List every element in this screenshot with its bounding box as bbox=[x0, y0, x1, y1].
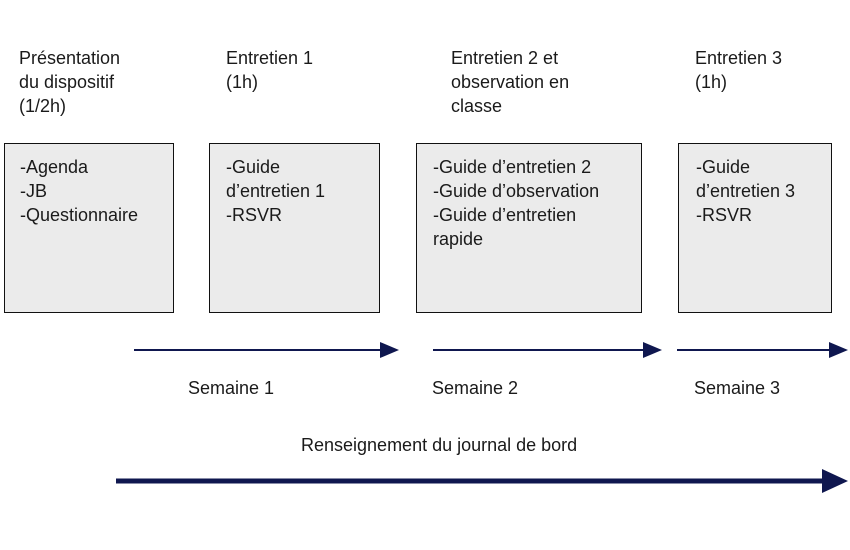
week-3-arrow bbox=[677, 342, 848, 358]
step-1-heading: Présentation du dispositif (1/2h) bbox=[19, 48, 121, 116]
step-3-item: -Guide d’observation bbox=[433, 181, 600, 201]
step-2-box: -Guide d’entretien 1 -RSVR bbox=[209, 143, 380, 313]
week-2-label: Semaine 2 bbox=[432, 378, 519, 398]
week-1-label: Semaine 1 bbox=[188, 378, 275, 398]
step-2-item: d’entretien 1 bbox=[226, 181, 326, 201]
step-3-item: -Guide d’entretien bbox=[433, 205, 577, 225]
step-3-box: -Guide d’entretien 2 -Guide d’observatio… bbox=[416, 143, 642, 313]
week-2-arrow bbox=[433, 342, 662, 358]
step-1-box: -Agenda -JB -Questionnaire bbox=[4, 143, 174, 313]
step-4-heading: Entretien 3 (1h) bbox=[695, 48, 783, 92]
step-4-item: -Guide bbox=[696, 157, 751, 177]
step-2-heading: Entretien 1 (1h) bbox=[226, 48, 314, 92]
journal-label: Renseignement du journal de bord bbox=[301, 435, 578, 455]
step-4-item: -RSVR bbox=[696, 205, 753, 225]
week-1-arrow bbox=[134, 342, 399, 358]
step-3-heading: Entretien 2 et observation en classe bbox=[451, 48, 570, 116]
journal-arrow bbox=[116, 469, 848, 493]
step-2-item: -Guide bbox=[226, 157, 281, 177]
step-2-item: -RSVR bbox=[226, 205, 283, 225]
step-4-item: d’entretien 3 bbox=[696, 181, 796, 201]
step-4-box: -Guide d’entretien 3 -RSVR bbox=[678, 143, 832, 313]
step-3-item: -Guide d’entretien 2 bbox=[433, 157, 592, 177]
step-3-item: rapide bbox=[433, 229, 484, 249]
week-3-label: Semaine 3 bbox=[694, 378, 781, 398]
step-1-item: -Agenda bbox=[20, 157, 89, 177]
step-1-item: -Questionnaire bbox=[20, 205, 139, 225]
step-1-item: -JB bbox=[20, 181, 47, 201]
